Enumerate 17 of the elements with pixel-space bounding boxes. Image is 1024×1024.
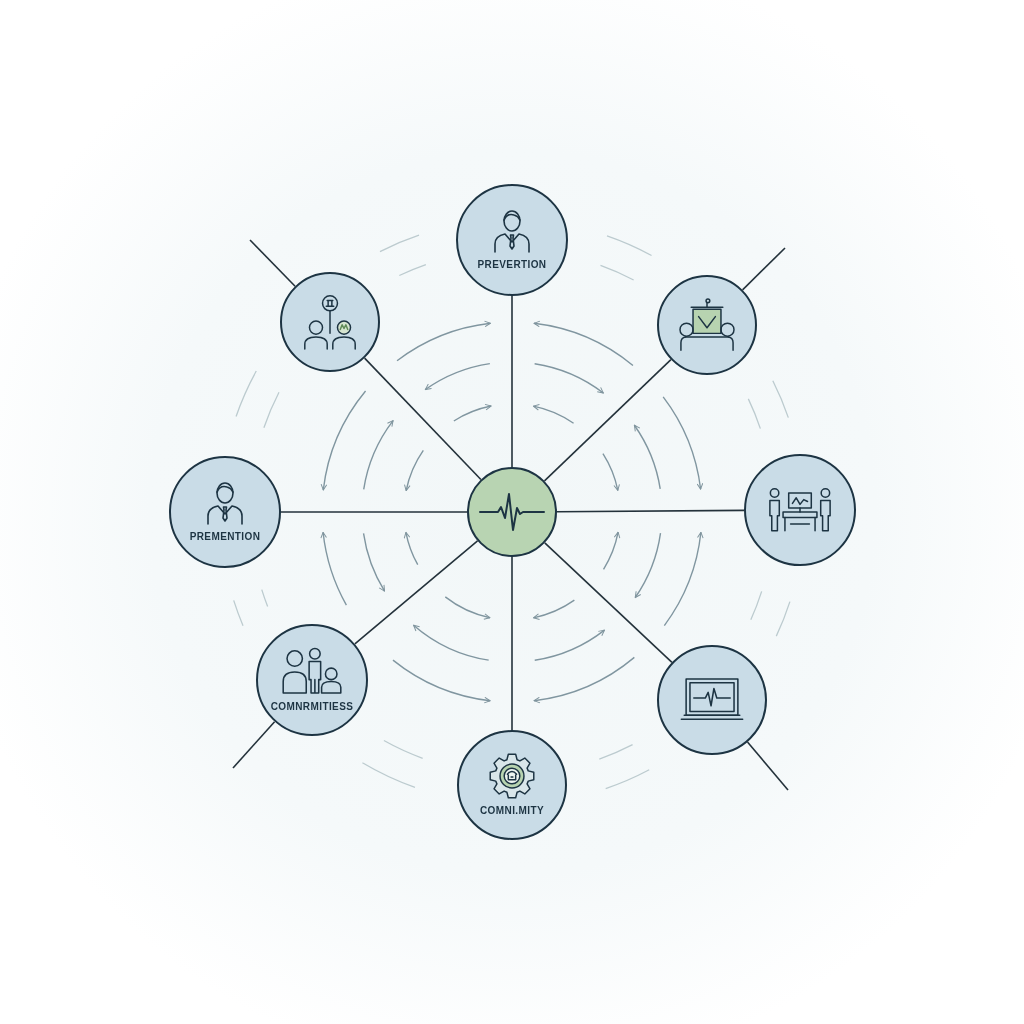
- node-label: COMNRMITIESS: [270, 701, 354, 713]
- connector-line: [544, 542, 673, 664]
- connector-line: [511, 556, 513, 731]
- connector-line: [232, 720, 276, 769]
- node-label: COMNI.MITY: [480, 805, 544, 817]
- connector-line: [511, 295, 513, 468]
- connector-line: [363, 357, 482, 481]
- connector-line: [249, 239, 296, 287]
- connector-line: [741, 247, 786, 291]
- connector-line: [543, 358, 672, 482]
- node-label: PREVERTION: [477, 259, 547, 271]
- connector-line: [280, 511, 468, 513]
- circle-node: [467, 467, 557, 557]
- node-label: PREMENTION: [189, 531, 261, 543]
- connector-line: [354, 540, 479, 645]
- connector-line: [556, 509, 745, 513]
- connector-line: [746, 741, 789, 791]
